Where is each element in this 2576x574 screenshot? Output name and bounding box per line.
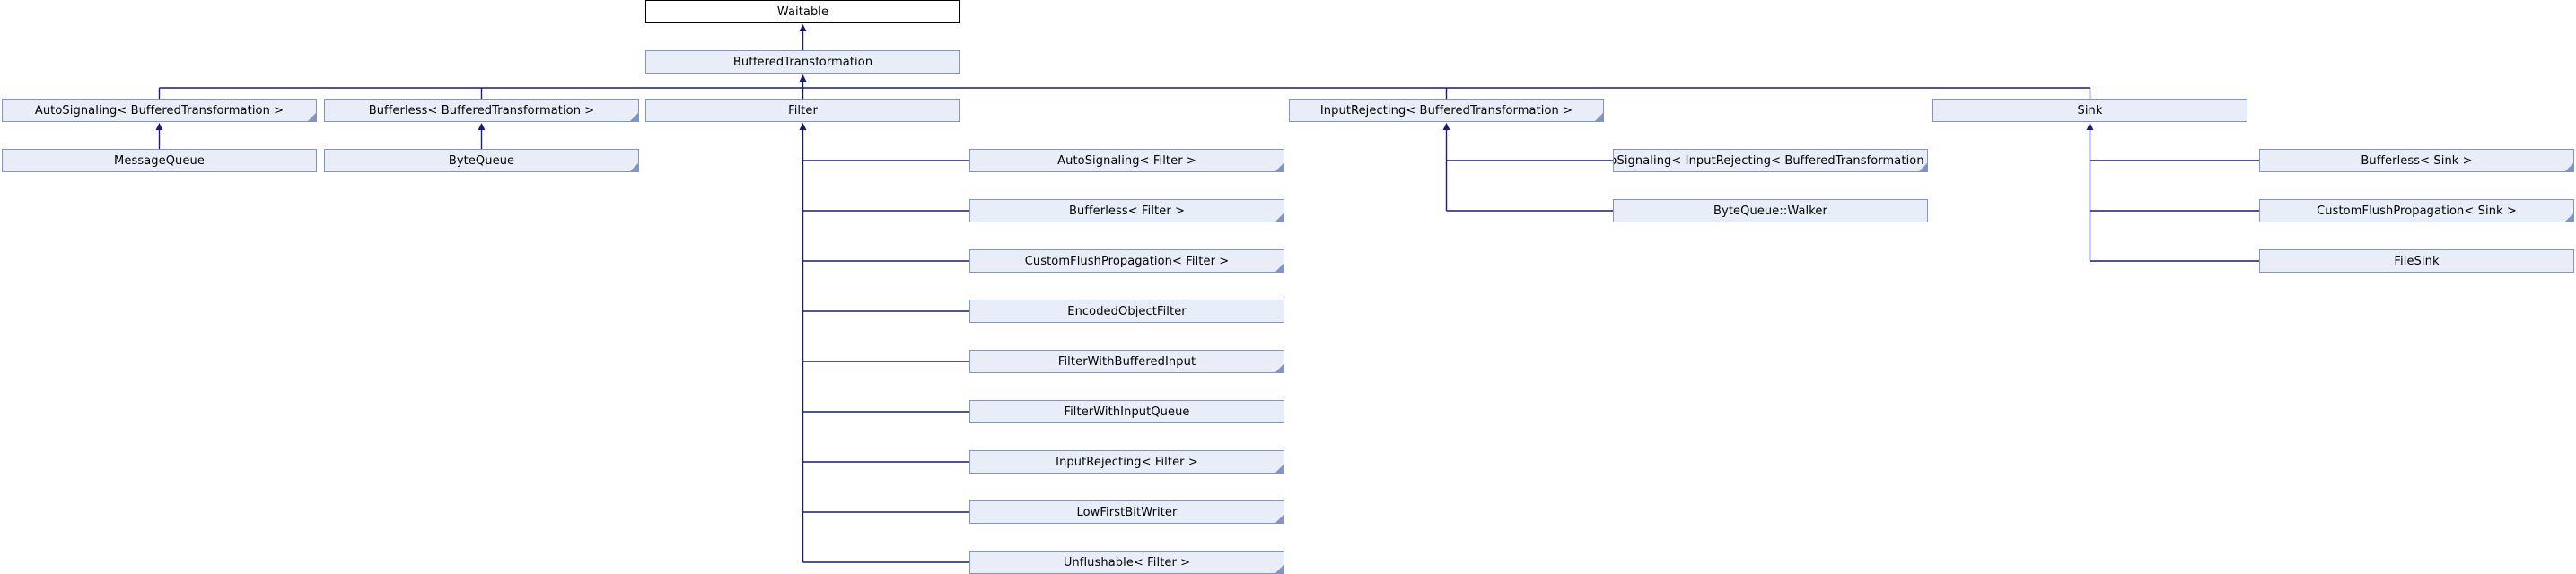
class-node-filterwithinputq[interactable]: FilterWithInputQueue: [969, 400, 1284, 423]
class-node-label: Bufferless< Sink >: [2361, 153, 2473, 168]
class-node-filesink[interactable]: FileSink: [2259, 249, 2574, 273]
class-node-bufferless-bt[interactable]: Bufferless< BufferedTransformation >: [324, 99, 639, 122]
class-node-label: CustomFlushPropagation< Sink >: [2317, 204, 2517, 218]
class-node-label: LowFirstBitWriter: [1076, 505, 1178, 519]
class-node-messagequeue[interactable]: MessageQueue: [2, 149, 317, 172]
class-node-label: EncodedObjectFilter: [1067, 304, 1187, 318]
class-node-bytequeue[interactable]: ByteQueue: [324, 149, 639, 172]
class-node-bufferedtransform[interactable]: BufferedTransformation: [645, 50, 960, 74]
class-node-label: FileSink: [2394, 254, 2440, 268]
class-node-label: ByteQueue: [448, 153, 515, 168]
class-node-label: AutoSignaling< Filter >: [1057, 153, 1196, 168]
class-node-label: Sink: [2077, 103, 2103, 117]
class-node-label: Bufferless< Filter >: [1068, 204, 1186, 218]
class-node-waitable[interactable]: Waitable: [645, 0, 960, 23]
class-node-bufferless-filter[interactable]: Bufferless< Filter >: [969, 199, 1284, 222]
class-node-filter[interactable]: Filter: [645, 99, 960, 122]
class-node-label: BufferedTransformation: [732, 55, 873, 69]
class-node-autosig-ir-bt[interactable]: AutoSignaling< InputRejecting< BufferedT…: [1613, 149, 1928, 172]
class-node-inputrejecting-bt[interactable]: InputRejecting< BufferedTransformation >: [1289, 99, 1604, 122]
class-node-label: ByteQueue::Walker: [1713, 204, 1827, 218]
class-node-inputrejecting-f[interactable]: InputRejecting< Filter >: [969, 450, 1284, 474]
class-node-label: CustomFlushPropagation< Filter >: [1024, 254, 1230, 268]
class-node-label: Waitable: [776, 4, 829, 19]
class-node-sink[interactable]: Sink: [1932, 99, 2247, 122]
class-node-label: Unflushable< Filter >: [1063, 555, 1191, 570]
class-node-unflushable-filter[interactable]: Unflushable< Filter >: [969, 551, 1284, 574]
class-node-lowfirstbitwriter[interactable]: LowFirstBitWriter: [969, 500, 1284, 524]
class-node-label: FilterWithBufferedInput: [1057, 354, 1196, 369]
class-node-label: AutoSignaling< BufferedTransformation >: [34, 103, 285, 117]
class-node-autosig-bt[interactable]: AutoSignaling< BufferedTransformation >: [2, 99, 317, 122]
class-node-customflush-sink[interactable]: CustomFlushPropagation< Sink >: [2259, 199, 2574, 222]
class-node-label: MessageQueue: [114, 153, 205, 168]
class-node-label: AutoSignaling< InputRejecting< BufferedT…: [1614, 153, 1927, 168]
class-node-autosig-filter[interactable]: AutoSignaling< Filter >: [969, 149, 1284, 172]
class-node-filterwithbuffered[interactable]: FilterWithBufferedInput: [969, 350, 1284, 373]
class-node-bytequeue-walker[interactable]: ByteQueue::Walker: [1613, 199, 1928, 222]
class-node-bufferless-sink[interactable]: Bufferless< Sink >: [2259, 149, 2574, 172]
class-node-label: Filter: [788, 103, 818, 117]
class-node-encodedobjectfilter[interactable]: EncodedObjectFilter: [969, 300, 1284, 323]
class-node-customflush-filter[interactable]: CustomFlushPropagation< Filter >: [969, 249, 1284, 273]
class-node-label: Bufferless< BufferedTransformation >: [368, 103, 595, 117]
class-node-label: InputRejecting< BufferedTransformation >: [1319, 103, 1573, 117]
class-node-label: InputRejecting< Filter >: [1056, 455, 1198, 469]
class-node-label: FilterWithInputQueue: [1064, 404, 1190, 419]
